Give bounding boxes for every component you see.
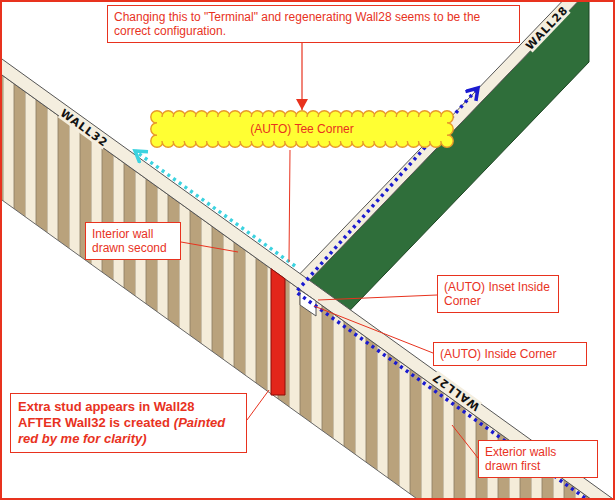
- wall-label-text: WALL28: [523, 4, 571, 53]
- extra-stud: [271, 269, 285, 395]
- wall-label-text: WALL32: [58, 107, 111, 150]
- callout-text: (AUTO) Inside Corner: [440, 347, 580, 361]
- callout-text: Exterior walls drawn first: [485, 445, 591, 473]
- top-plate: [0, 58, 615, 500]
- dotted-arrow: [296, 88, 585, 498]
- leader-line: [318, 295, 437, 300]
- cloud-callout: (AUTO) Tee Corner: [150, 110, 454, 148]
- leader-line: [452, 425, 478, 458]
- leader-line: [247, 390, 269, 420]
- cloud-fill: [157, 117, 447, 141]
- text-block: Extra stud appears in Wall28 AFTER Wall3…: [18, 399, 239, 447]
- callout-text: Interior wall drawn second: [92, 227, 174, 255]
- callout-box: (AUTO) Inside Corner: [433, 342, 587, 366]
- corner-stud: [300, 290, 316, 316]
- green-sheathing: [308, 0, 589, 354]
- callout-text: (AUTO) Inset Inside Corner: [444, 280, 552, 308]
- callout-box: Exterior walls drawn first: [478, 440, 598, 478]
- leader-line: [314, 306, 433, 353]
- callout-text: Extra stud appears in Wall28 AFTER Wall3…: [18, 399, 195, 430]
- leader-line: [181, 242, 238, 252]
- wall-label-text: WALL27: [430, 370, 483, 413]
- callout-text: (AUTO) Tee Corner: [164, 122, 440, 136]
- wall-label: WALL27: [427, 369, 483, 416]
- callout-text: Changing this to "Terminal" and regenera…: [114, 10, 513, 38]
- note-box: Extra stud appears in Wall28 AFTER Wall3…: [10, 393, 247, 453]
- callout-box: Interior wall drawn second: [85, 222, 181, 260]
- wall-label: WALL32: [57, 103, 113, 150]
- connector-arrow: [301, 43, 302, 110]
- callout-box: (AUTO) Inset Inside Corner: [437, 275, 559, 313]
- note-box: Changing this to "Terminal" and regenera…: [107, 5, 520, 43]
- leader-line: [289, 150, 290, 262]
- wall-label: WALL28: [520, 1, 571, 54]
